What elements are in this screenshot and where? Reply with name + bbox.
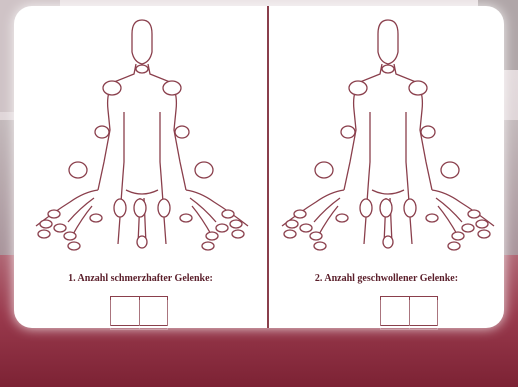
card-reflection-right [380, 275, 500, 330]
reflected-boxes [110, 300, 168, 330]
joint-homunculus-icon [260, 12, 504, 252]
joint-homunculus-icon [14, 12, 267, 252]
card-reflection-left [110, 275, 310, 330]
reflected-boxes [380, 300, 438, 330]
